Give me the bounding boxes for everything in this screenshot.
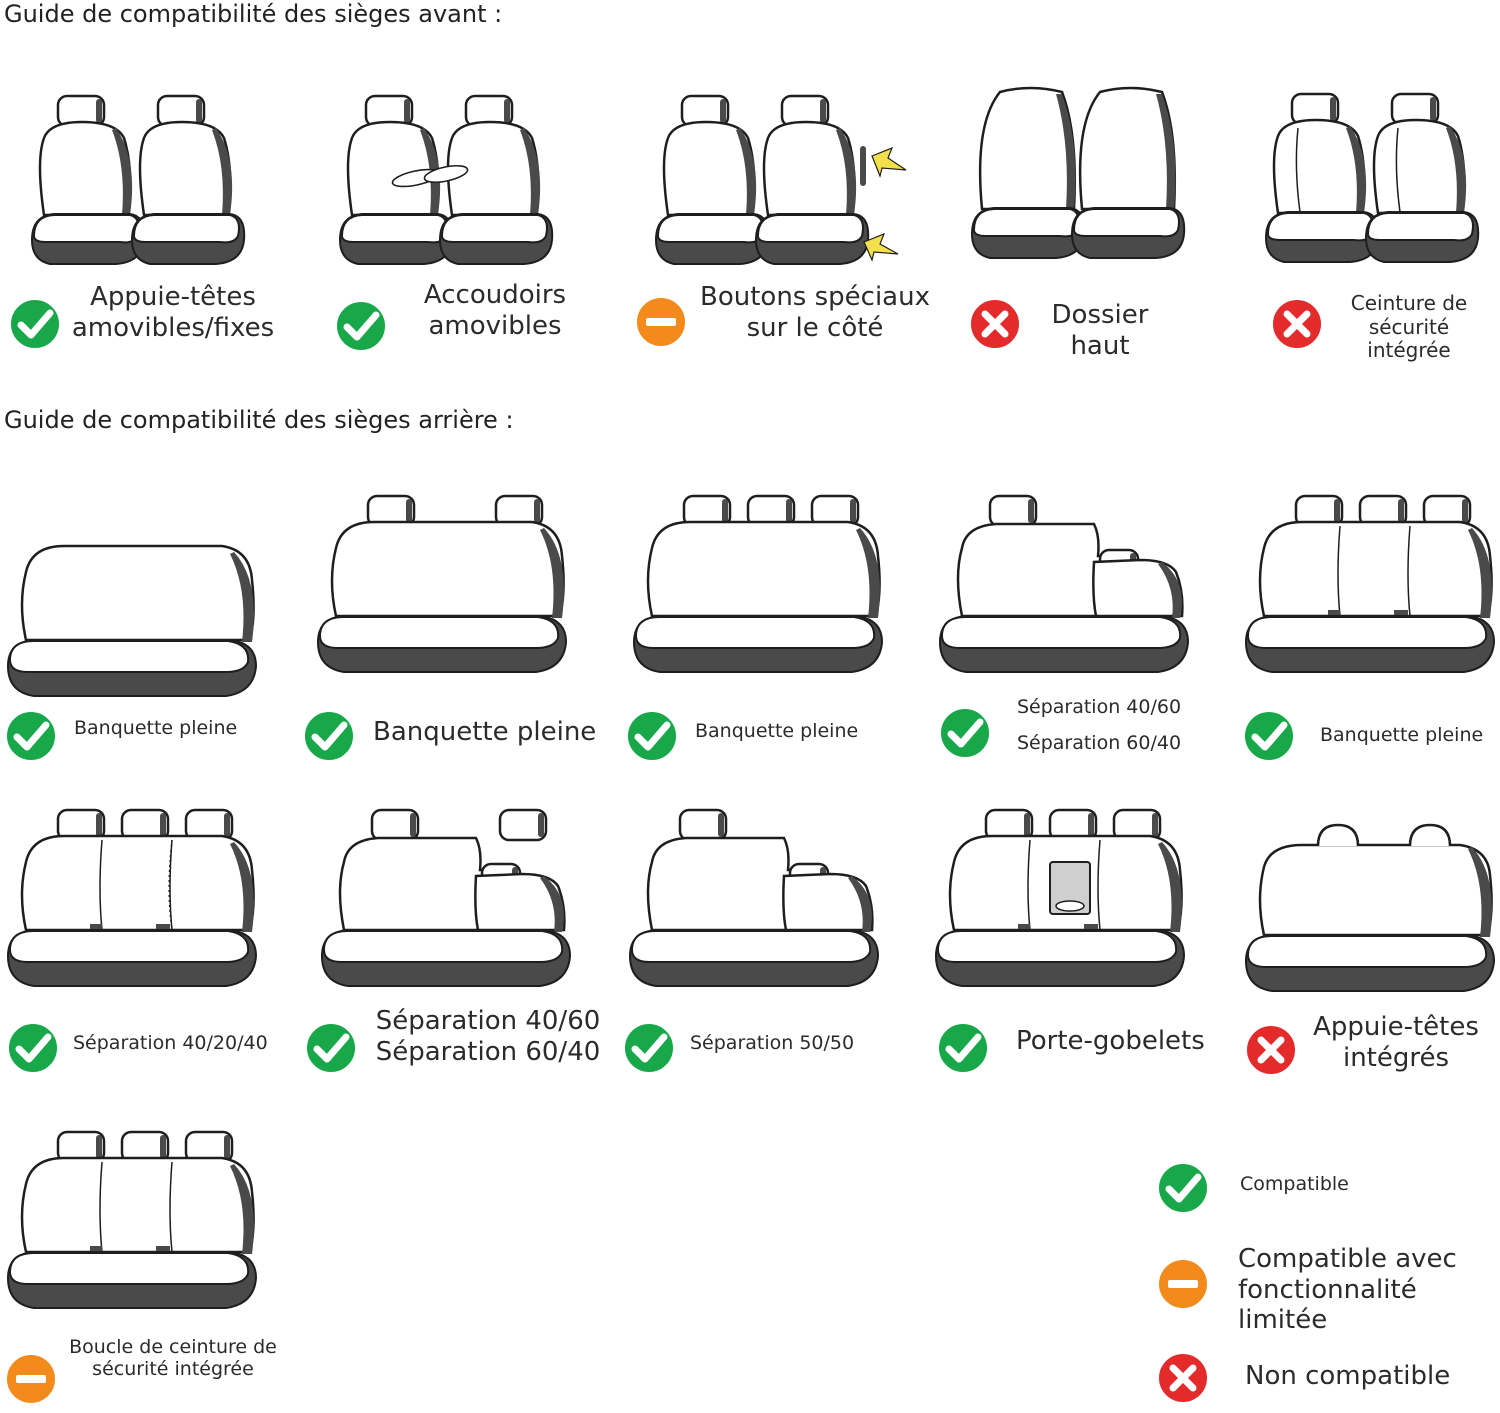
bench-no-headrest-illustration bbox=[4, 520, 264, 702]
bench-three-headrests-seams-illustration bbox=[1242, 494, 1500, 678]
separate-seats-removable-headrests-illustration bbox=[30, 90, 260, 270]
limited-minus-icon bbox=[4, 1352, 58, 1406]
limited-minus-icon bbox=[634, 295, 688, 349]
compatible-check-icon bbox=[304, 1021, 358, 1075]
incompatible-cross-icon bbox=[968, 297, 1022, 351]
incompatible-cross-icon bbox=[1270, 297, 1324, 351]
rear-item-label: Séparation 50/50 bbox=[690, 1032, 855, 1054]
rear-item-label: Banquette pleine bbox=[695, 720, 859, 742]
rear-item-label: Séparation 40/20/40 bbox=[73, 1032, 268, 1054]
rear-item-label: Banquette pleine bbox=[1320, 724, 1484, 746]
seats-integrated-seatbelt-illustration bbox=[1264, 88, 1494, 268]
bench-split-40-60-illustration bbox=[936, 494, 1196, 678]
compatible-check-icon bbox=[1242, 709, 1296, 763]
compatible-check-icon bbox=[4, 709, 58, 763]
bench-split-40-20-40-illustration bbox=[4, 808, 264, 992]
compatible-check-icon bbox=[302, 709, 356, 763]
separate-seats-side-buttons-illustration bbox=[654, 90, 907, 270]
rear-section-heading: Guide de compatibilité des sièges arrièr… bbox=[4, 406, 514, 434]
compatible-check-icon bbox=[6, 1021, 60, 1075]
bench-integrated-buckle-illustration bbox=[4, 1130, 264, 1314]
limited-minus-icon bbox=[1156, 1257, 1210, 1311]
bench-two-headrests-illustration bbox=[314, 494, 574, 678]
rear-item-label: Porte-gobelets bbox=[1016, 1026, 1205, 1056]
compatible-check-icon bbox=[8, 297, 62, 351]
rear-item-label: Banquette pleine bbox=[373, 717, 597, 747]
compatible-check-icon bbox=[938, 706, 992, 760]
high-back-seats-illustration bbox=[970, 84, 1200, 264]
legend-compatible-label: Compatible bbox=[1240, 1173, 1349, 1195]
compatible-check-icon bbox=[936, 1021, 990, 1075]
compatible-check-icon bbox=[334, 299, 388, 353]
compatible-check-icon bbox=[622, 1021, 676, 1075]
compatible-check-icon bbox=[625, 709, 679, 763]
bench-three-headrests-illustration bbox=[630, 494, 890, 678]
bench-split-50-50-illustration bbox=[626, 808, 886, 992]
incompatible-cross-icon bbox=[1156, 1351, 1210, 1405]
rear-item-label: Banquette pleine bbox=[74, 717, 238, 739]
compatible-check-icon bbox=[1156, 1161, 1210, 1215]
legend-incompatible-label: Non compatible bbox=[1245, 1361, 1451, 1391]
front-section-heading: Guide de compatibilité des sièges avant … bbox=[4, 0, 503, 28]
separate-seats-armrests-illustration bbox=[338, 90, 568, 270]
bench-integrated-headrests-illustration bbox=[1242, 815, 1500, 997]
bench-cup-holder-illustration bbox=[932, 808, 1192, 992]
bench-split-two-headrests-illustration bbox=[318, 808, 578, 992]
incompatible-cross-icon bbox=[1244, 1023, 1298, 1077]
